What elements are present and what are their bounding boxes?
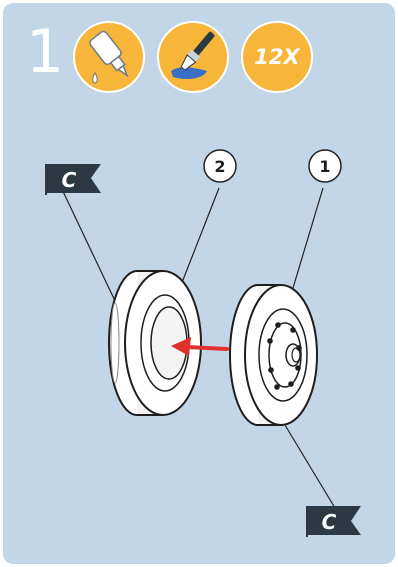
callout-label-part-2: 2: [214, 157, 225, 176]
leader-line-top-flag: [58, 182, 117, 304]
insert-arrow: [171, 337, 229, 356]
callout-label-part-1: 1: [319, 157, 330, 176]
paint-badge: [157, 21, 229, 93]
glue-drop-icon: [73, 21, 145, 93]
leader-line-part-2: [180, 187, 220, 286]
callout-part-1: 1: [308, 149, 342, 183]
wheel-part-1: [229, 284, 318, 426]
glue-badge: [73, 21, 145, 93]
step-number: 1: [25, 17, 65, 87]
flag-bottom-right: C: [306, 506, 361, 537]
quantity-badge: 12X: [241, 21, 313, 93]
flag-label-bottom-right: C: [322, 510, 337, 534]
callout-part-2: 2: [203, 149, 237, 183]
wheel-assembly-diagram: 2 1 C C: [45, 149, 361, 537]
flag-top-left: C: [45, 164, 101, 195]
leader-line-bottom-flag: [284, 424, 336, 509]
flag-label-top-left: C: [62, 168, 77, 192]
wheel-part-2: [108, 270, 202, 416]
paintbrush-icon: [157, 21, 229, 93]
leader-line-part-1: [292, 187, 324, 289]
quantity-label: 12X: [254, 45, 300, 69]
instruction-panel: 1 12X: [3, 3, 395, 564]
